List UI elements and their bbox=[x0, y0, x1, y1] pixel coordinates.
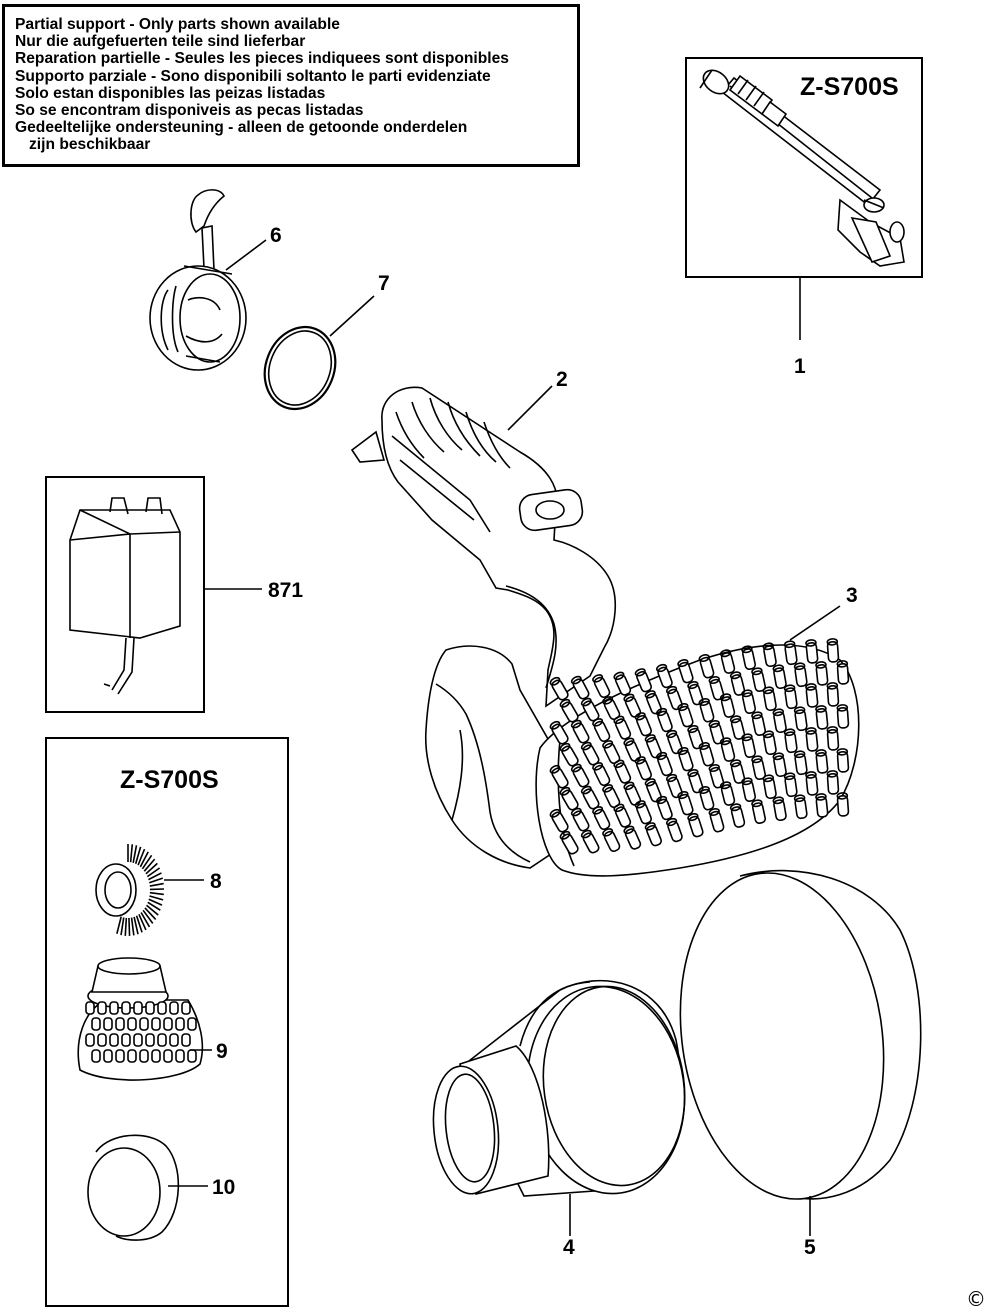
leader-3 bbox=[789, 605, 841, 641]
part-label-9: 9 bbox=[216, 1040, 228, 1063]
notice-line-de: Nur die aufgefuerten teile sind lieferba… bbox=[15, 33, 306, 51]
part-label-10: 10 bbox=[212, 1176, 235, 1199]
clip-collar-part[interactable] bbox=[149, 189, 247, 371]
leader-6 bbox=[225, 239, 267, 271]
kit-box-left: Z-S700S 8 9 10 bbox=[45, 737, 289, 1307]
extension-pole-part[interactable] bbox=[699, 66, 905, 267]
kit-title-top-right: Z-S700S bbox=[800, 73, 899, 101]
notice-line-nl: Gedeeltelijke ondersteuning - alleen de … bbox=[15, 119, 468, 137]
part-label-871: 871 bbox=[268, 579, 303, 602]
dome-brush-part[interactable] bbox=[77, 957, 204, 1081]
part-label-6: 6 bbox=[270, 224, 282, 247]
part-label-7: 7 bbox=[378, 272, 390, 295]
small-pad-part[interactable] bbox=[87, 1134, 180, 1241]
leader-2 bbox=[507, 385, 553, 431]
notice-line-fr: Reparation partielle - Seules les pieces… bbox=[15, 50, 509, 68]
notice-line-en: Partial support - Only parts shown avail… bbox=[15, 16, 340, 33]
charger-part[interactable] bbox=[69, 497, 181, 695]
part-label-3: 3 bbox=[846, 584, 858, 607]
part-label-4: 4 bbox=[563, 1236, 575, 1259]
notice-line-es: Solo estan disponibles las peizas listad… bbox=[15, 84, 326, 102]
notice-line-it: Supporto parziale - Sono disponibili sol… bbox=[15, 67, 491, 85]
kit-box-top-right: Z-S700S bbox=[685, 57, 923, 278]
copyright-symbol: © bbox=[966, 1287, 986, 1311]
adaptor-part[interactable] bbox=[427, 976, 697, 1204]
part-label-2: 2 bbox=[556, 368, 568, 391]
part-label-1: 1 bbox=[794, 355, 806, 378]
charger-box bbox=[45, 476, 205, 713]
leader-7 bbox=[329, 295, 375, 337]
brush-bristles bbox=[549, 638, 850, 855]
brush-head-part[interactable] bbox=[535, 638, 860, 877]
notice-line-nl-cont: zijn beschikbaar bbox=[29, 136, 151, 154]
small-brush-part[interactable] bbox=[95, 844, 165, 936]
notice-line-pt: So se encontram disponiveis as pecas lis… bbox=[15, 102, 364, 120]
o-ring-part[interactable] bbox=[253, 316, 348, 419]
part-label-5: 5 bbox=[804, 1236, 816, 1259]
sponge-pad-part[interactable] bbox=[660, 860, 922, 1213]
kit-title-left: Z-S700S bbox=[120, 766, 219, 794]
handle-part[interactable] bbox=[350, 386, 617, 869]
partial-support-notice: Partial support - Only parts shown avail… bbox=[2, 4, 580, 167]
part-label-8: 8 bbox=[210, 870, 222, 893]
